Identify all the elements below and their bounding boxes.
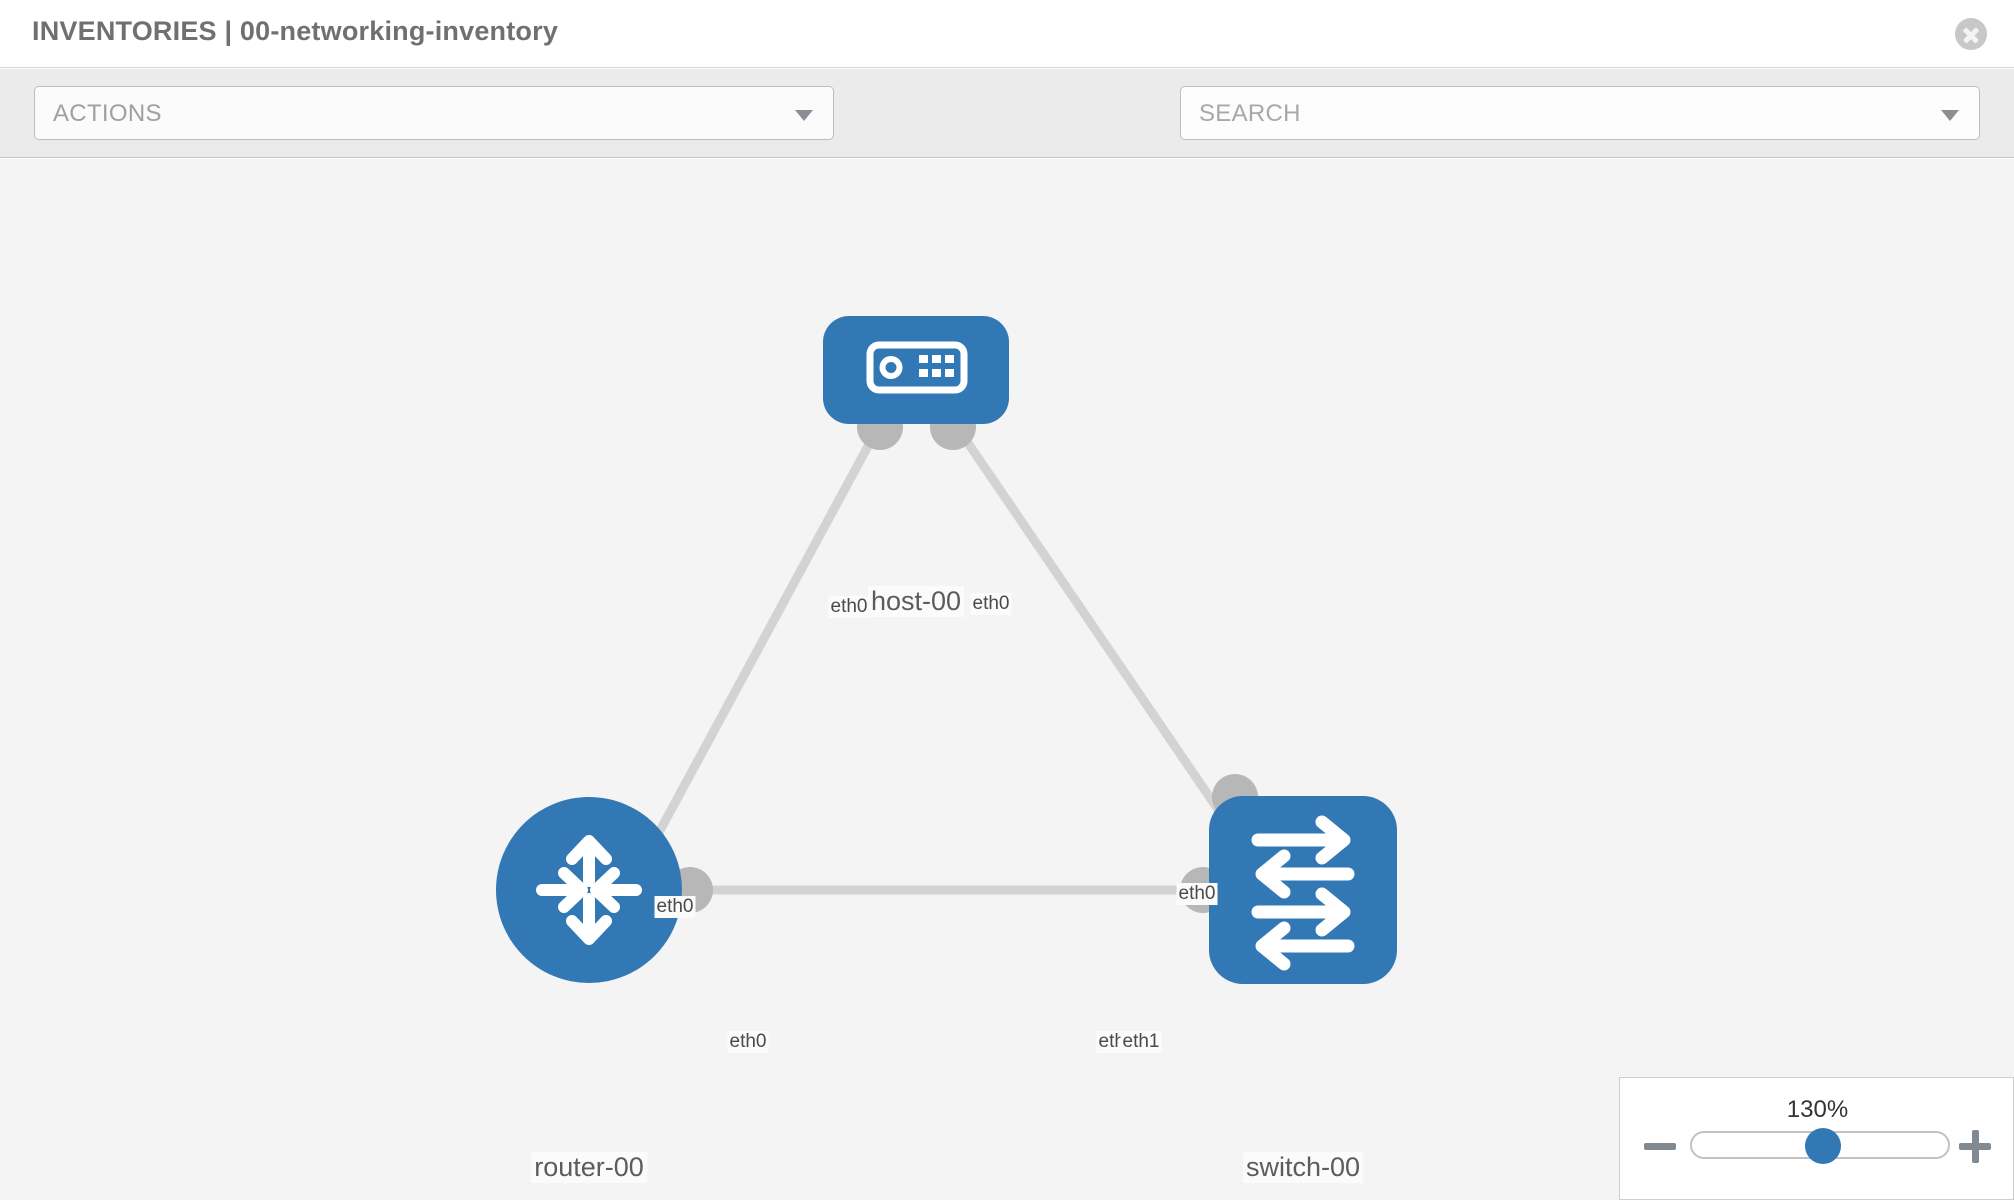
node-host-00 — [823, 316, 1009, 424]
zoom-slider-thumb[interactable] — [1805, 1128, 1841, 1164]
node-router-00 — [496, 797, 682, 983]
iface-label: eth0 — [654, 896, 696, 918]
actions-dropdown-label: ACTIONS — [53, 100, 162, 127]
zoom-level-value: 130% — [1786, 1096, 1849, 1123]
page-title: INVENTORIES | 00-networking-inventory — [32, 16, 559, 46]
iface-label: eth0 — [970, 593, 1012, 615]
topology-graph — [496, 316, 1397, 984]
zoom-control-panel: 130% — [1619, 1077, 2014, 1200]
node-label-router-00: router-00 — [531, 1152, 647, 1183]
topology-canvas[interactable]: eth0 eth0 eth0 eth0 eth0 eth0 eth1 host-… — [0, 159, 2014, 1200]
zoom-in-button[interactable] — [1957, 1128, 1993, 1164]
search-input-value: SEARCH — [1199, 100, 1301, 127]
router-arrows-icon — [536, 835, 642, 945]
iface-label: eth1 — [1120, 1031, 1162, 1053]
iface-label: eth0 — [727, 1031, 769, 1053]
node-label-host-00: host-00 — [867, 586, 965, 617]
zoom-out-button[interactable] — [1642, 1128, 1678, 1164]
link-host-switch — [951, 421, 1249, 852]
topology-links — [646, 421, 1249, 895]
iface-label: eth0 — [1176, 883, 1218, 905]
server-icon — [866, 341, 968, 394]
chevron-down-icon — [795, 110, 813, 121]
page-header: INVENTORIES | 00-networking-inventory — [0, 0, 2014, 68]
node-switch-00 — [1209, 796, 1397, 984]
node-label-switch-00: switch-00 — [1242, 1152, 1364, 1183]
switch-arrows-icon — [1251, 815, 1355, 971]
iface-label: eth0 — [828, 596, 870, 618]
chevron-down-icon — [1941, 110, 1959, 121]
search-input[interactable]: SEARCH — [1180, 86, 1980, 140]
close-icon[interactable] — [1955, 18, 1987, 50]
link-host-router — [646, 421, 884, 852]
actions-dropdown[interactable]: ACTIONS — [34, 86, 834, 140]
toolbar: ACTIONS SEARCH — [0, 69, 2014, 199]
